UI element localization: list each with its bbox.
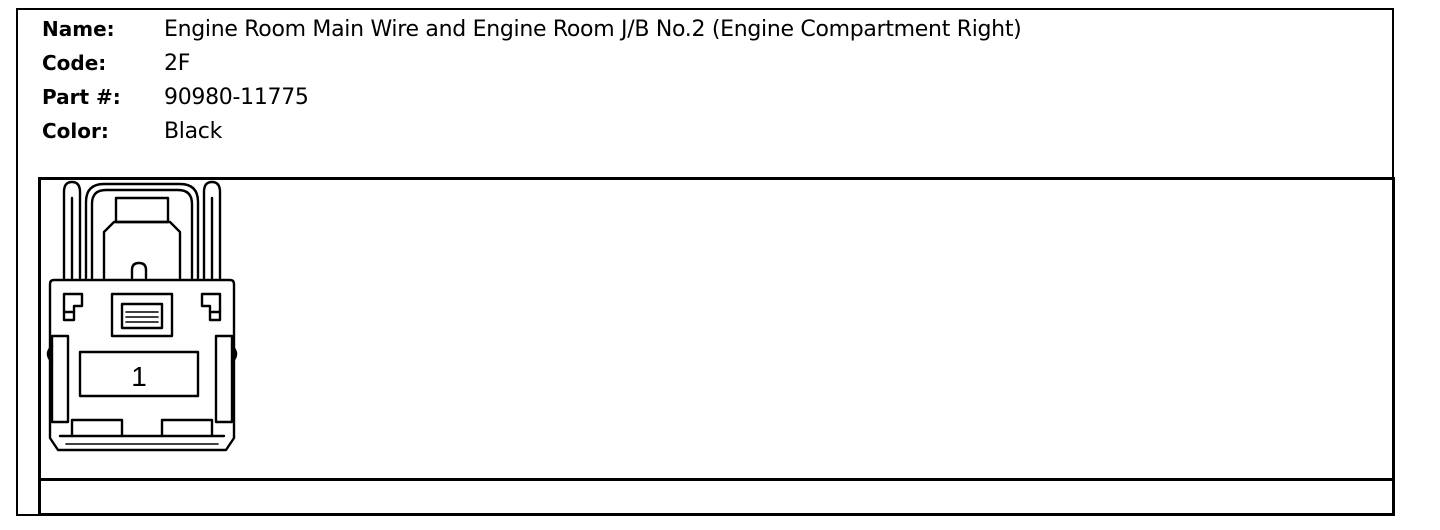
housing-outline	[48, 278, 236, 452]
part-value: 90980-11775	[164, 84, 309, 110]
code-value: 2F	[164, 50, 191, 76]
right-rail	[214, 334, 234, 424]
lock-loop-outer	[84, 182, 200, 280]
lock-loop-inner	[90, 188, 194, 280]
connector-drawing: 1	[46, 180, 238, 452]
code-row: Code: 2F	[42, 48, 190, 78]
terminal-slot	[120, 302, 164, 330]
name-row: Name: Engine Room Main Wire and Engine R…	[42, 14, 1022, 44]
code-label: Code:	[42, 51, 107, 75]
name-label: Name:	[42, 17, 115, 41]
color-row: Color: Black	[42, 116, 222, 146]
lock-body	[102, 220, 182, 280]
left-latch-arm	[62, 180, 82, 280]
bottom-tab-left	[70, 418, 124, 438]
part-row: Part #: 90980-11775	[42, 82, 309, 112]
diagram-panel	[38, 177, 1395, 479]
color-value: Black	[164, 118, 223, 144]
lock-tab	[114, 196, 170, 224]
footer-panel	[38, 478, 1395, 516]
key-right	[200, 292, 222, 322]
lock-notch	[130, 261, 148, 280]
key-left	[62, 292, 84, 322]
pin-number-1: 1	[131, 361, 147, 392]
part-label: Part #:	[42, 85, 121, 109]
name-value: Engine Room Main Wire and Engine Room J/…	[164, 16, 1022, 42]
bottom-tab-right	[160, 418, 214, 438]
terminal-window	[110, 292, 174, 338]
right-latch-arm	[202, 180, 222, 280]
color-label: Color:	[42, 119, 109, 143]
pin-cavity-1	[78, 350, 200, 398]
left-rail	[50, 334, 70, 424]
